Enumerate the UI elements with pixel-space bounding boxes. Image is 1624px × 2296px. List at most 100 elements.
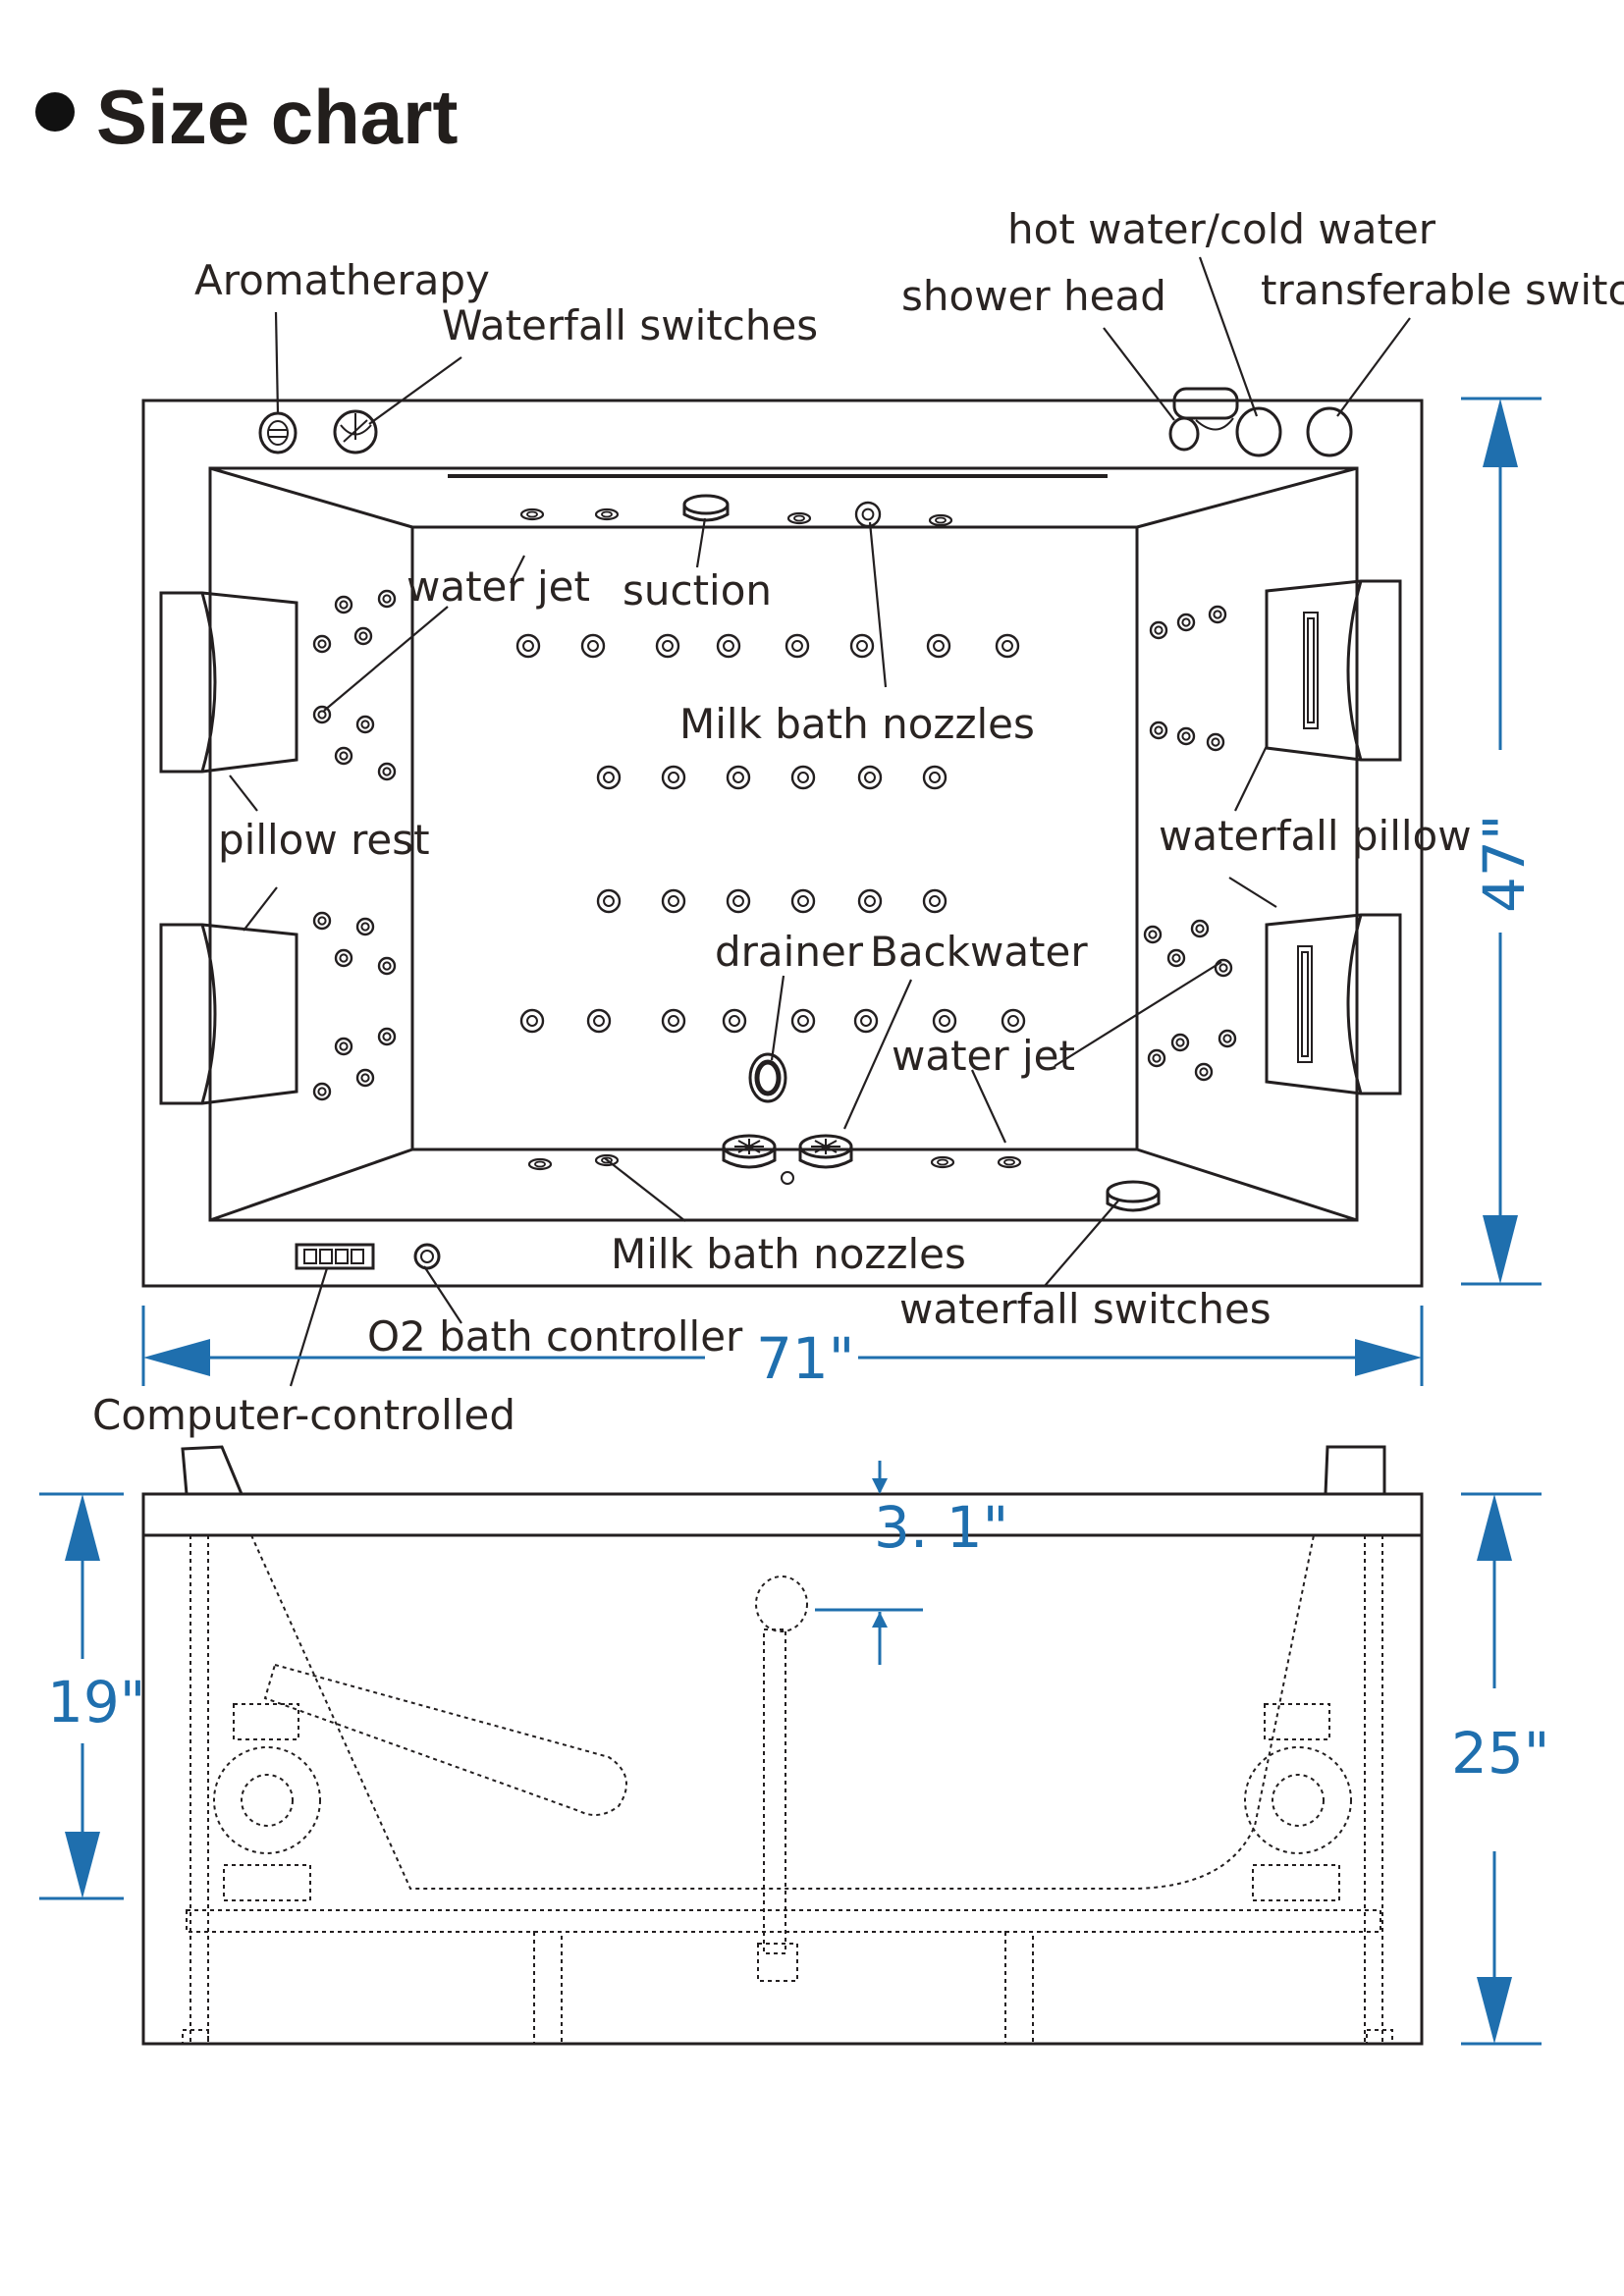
floor-jet: [519, 1008, 545, 1034]
headrest-left: [181, 1445, 244, 1496]
tub-side-view: 3. 1" 19" 25": [39, 1445, 1549, 2046]
floor-jet: [596, 765, 622, 790]
label-o2-bath-controller: O2 bath controller: [367, 1312, 743, 1361]
label-waterfall-pillow: waterfall pillow: [1159, 812, 1472, 860]
side-jet: [377, 1027, 397, 1046]
milk-bath-nozzle-center: [937, 1158, 948, 1166]
floor-jet: [726, 765, 751, 790]
floor-jet-center: [1007, 1015, 1019, 1027]
side-jet-center: [317, 710, 327, 720]
label-milk-bath-nozzles-top: Milk bath nozzles: [679, 700, 1035, 748]
side-jet-center: [339, 600, 349, 610]
floor-jet: [932, 1008, 957, 1034]
tub-outer-rim: [141, 399, 1424, 1288]
floor-jet: [515, 633, 541, 659]
dim-width: 47": [1471, 815, 1538, 913]
computer-control-panel: [295, 1243, 375, 1270]
label-backwater: Backwater: [870, 928, 1088, 976]
length-dimension: 71": [141, 1306, 1424, 1392]
floor-jet: [849, 633, 875, 659]
floor-jet-center: [864, 772, 876, 783]
waterfall-switch-bottom-icon: [1106, 1180, 1161, 1212]
waterfall-switch-top-icon: [333, 409, 378, 454]
side-jet-center: [317, 639, 327, 649]
hot-cold-water-knob-icon: [1235, 406, 1282, 457]
side-jet-center: [1181, 617, 1191, 627]
side-jet-center: [1148, 930, 1158, 939]
side-rim: [141, 1492, 1424, 1537]
floor-jet: [661, 888, 686, 914]
floor-jet-center: [929, 895, 941, 907]
floor-jet-center: [856, 640, 868, 652]
side-jet: [1190, 919, 1210, 938]
floor-jet: [790, 888, 816, 914]
waterfall-pillow-right-bottom: [1265, 913, 1402, 1095]
label-computer-controlled: Computer-controlled: [92, 1391, 515, 1439]
side-jet-center: [358, 631, 368, 641]
floor-jet: [857, 765, 883, 790]
side-jet: [334, 948, 353, 968]
side-jet: [1149, 620, 1168, 640]
floor-jet-center: [797, 895, 809, 907]
floor-jet: [722, 1008, 747, 1034]
label-suction: suction: [623, 566, 772, 614]
shower-head-icon: [1168, 387, 1239, 452]
side-jet: [334, 1037, 353, 1056]
pump-left: [213, 1663, 627, 1901]
dim-rim: 3. 1": [874, 1494, 1008, 1561]
milk-bath-nozzle-center: [534, 1160, 546, 1168]
pump-right: [1244, 1703, 1352, 1901]
floor-jet-center: [864, 895, 876, 907]
floor-jet-center: [723, 640, 734, 652]
side-jet: [1214, 958, 1233, 978]
rim-dimension: 3. 1": [815, 1461, 1008, 1665]
floor-jet: [922, 888, 947, 914]
side-jet: [1206, 732, 1225, 752]
floor-jet: [726, 888, 751, 914]
side-jet: [377, 956, 397, 976]
floor-jet-center: [860, 1015, 872, 1027]
milk-bath-nozzle: [997, 1155, 1022, 1169]
side-jet-center: [1195, 924, 1205, 934]
overflow-drain-pipe: [755, 1575, 808, 1982]
milk-bath-nozzle: [786, 511, 812, 525]
side-jet: [1176, 613, 1196, 632]
side-jet: [1166, 948, 1186, 968]
side-jet: [1208, 605, 1227, 624]
depth-dimension: 19": [39, 1492, 145, 1900]
side-jet-center: [360, 720, 370, 729]
side-jet: [377, 762, 397, 781]
side-jet: [334, 746, 353, 766]
milk-bath-nozzle: [594, 507, 620, 521]
jets-layer: [312, 501, 1237, 1171]
pillow-rest-left-top: [159, 591, 298, 774]
floor-jet-center: [522, 640, 534, 652]
label-milk-bath-nozzles-bottom: Milk bath nozzles: [611, 1230, 966, 1278]
side-jet-center: [1211, 737, 1220, 747]
side-jet-center: [382, 594, 392, 604]
label-pillow-rest: pillow rest: [218, 816, 430, 864]
milk-bath-nozzle-large: [854, 501, 882, 528]
side-jet-center: [1154, 725, 1164, 735]
floor-jet: [661, 1008, 686, 1034]
milk-bath-nozzle: [928, 513, 953, 527]
floor-jet: [790, 765, 816, 790]
page-title: Size chart: [96, 74, 459, 160]
floor-jet-center: [933, 640, 945, 652]
side-jet-center: [1199, 1067, 1209, 1077]
label-aromatherapy: Aromatherapy: [194, 256, 490, 304]
milk-bath-nozzle-center: [793, 514, 805, 522]
side-jet: [312, 634, 332, 654]
side-jet-center: [1171, 953, 1181, 963]
floor-jet-center: [929, 772, 941, 783]
floor-jet: [661, 765, 686, 790]
o2-controller-icon: [413, 1243, 441, 1270]
milk-bath-nozzle: [930, 1155, 955, 1169]
dim-depth: 19": [47, 1669, 145, 1735]
side-jet-center: [382, 767, 392, 776]
floor-jet-center: [526, 1015, 538, 1027]
floor-jet: [1001, 1008, 1026, 1034]
milk-bath-nozzle-center: [601, 510, 613, 518]
floor-jet-center: [729, 1015, 740, 1027]
